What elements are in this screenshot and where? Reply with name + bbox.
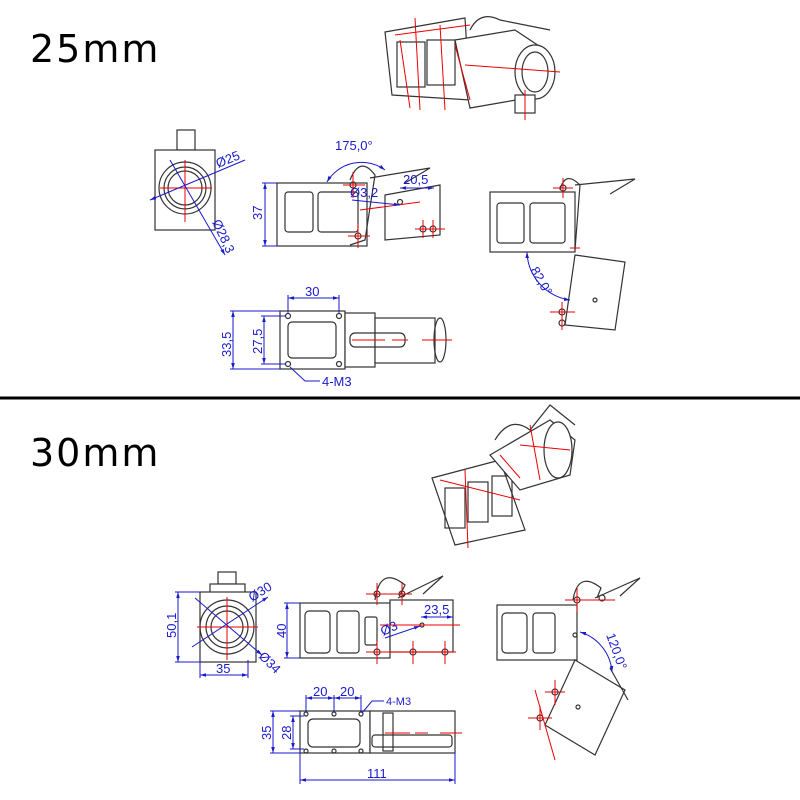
front-view-30mm: Ø30 Ø34 50,1 35 (164, 571, 284, 678)
dim-inner-width: 27,5 (250, 329, 265, 354)
dim-mount-holes: 4-M3 (386, 696, 411, 708)
dim-swing-angle: 120,0° (603, 631, 630, 672)
dim-hole-spacing-1: 20 (313, 684, 327, 699)
isometric-view-25mm (384, 16, 561, 120)
dim-height: 40 (274, 624, 289, 638)
dim-offset: 23,5 (424, 602, 449, 617)
dim-length: 111 (367, 766, 387, 781)
dim-outer-width: 33,5 (219, 332, 234, 357)
top-view-25mm: 30 33,5 27,5 4-M3 (219, 284, 452, 389)
dim-hinge-angle: 175,0° (335, 138, 373, 153)
dim-outer-width: 35 (259, 726, 274, 740)
dim-mount-holes: 4-M3 (322, 374, 352, 389)
dim-hole-spacing-2: 20 (340, 684, 354, 699)
swing-view-25mm: 82,0° (489, 178, 636, 331)
section-title-30mm: 30mm (30, 431, 160, 475)
dim-swing-angle: 82,0° (527, 264, 555, 298)
dim-offset: 20,5 (403, 172, 428, 187)
dim-width: 35 (216, 661, 230, 676)
swing-view-30mm: 120,0° (496, 577, 641, 761)
side-view-30mm: 40 Ø3 23,5 (274, 575, 460, 664)
dim-hole-diameter: Ø3,2 (350, 185, 378, 200)
isometric-view-30mm (431, 404, 576, 549)
section-title-25mm: 25mm (30, 27, 160, 71)
dim-hole-spacing: 30 (305, 284, 319, 299)
dim-height: 50,1 (164, 613, 179, 638)
side-view-25mm: 37 175,0° Ø3,2 20,5 (250, 138, 445, 248)
dim-hole-diameter: Ø3 (378, 618, 400, 639)
top-view-30mm: 20 20 4-M3 35 28 111 (259, 684, 462, 784)
dim-inner-width: 28 (279, 726, 294, 740)
dim-height: 37 (250, 206, 265, 220)
front-view-25mm: Ø25 Ø28,3 (149, 129, 246, 255)
